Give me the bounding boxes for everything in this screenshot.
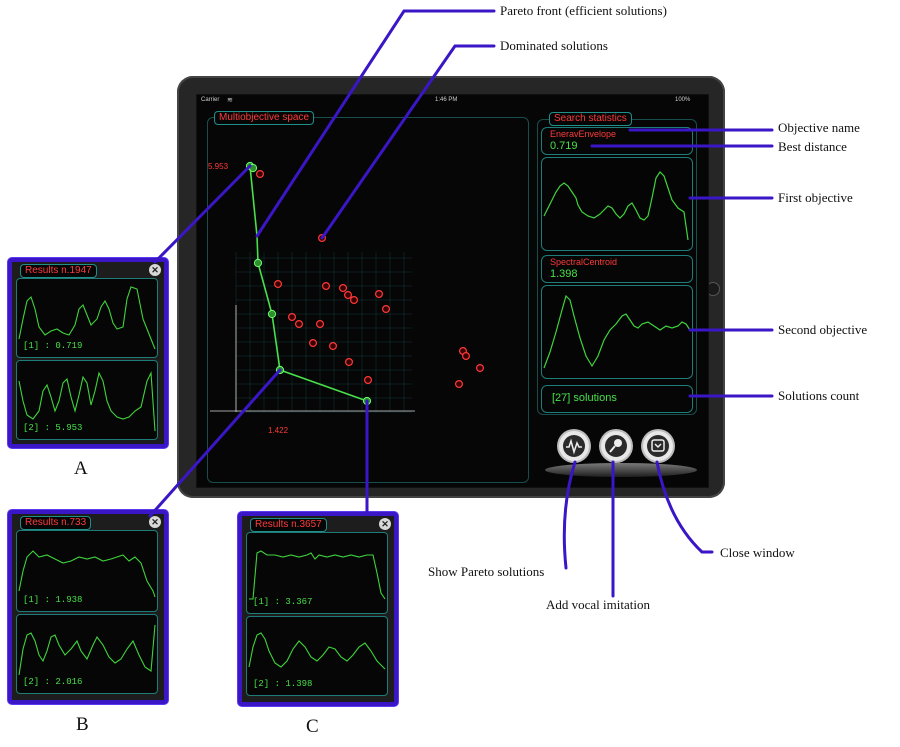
dominated-point xyxy=(329,342,338,351)
close-window-button[interactable] xyxy=(643,431,673,461)
carrier-label: Carrier xyxy=(201,97,220,103)
search-statistics-title: Search statistics xyxy=(549,112,632,126)
annotation-best-distance: Best distance xyxy=(778,139,847,154)
result-panel-b: Results n.733 ✕ [1] : 1.938 [2] : 2.016 xyxy=(8,510,168,704)
dominated-point xyxy=(322,282,331,291)
result-c-title: Results n.3657 xyxy=(250,518,327,532)
label-c: C xyxy=(306,716,319,737)
result-c-close-button[interactable]: ✕ xyxy=(379,518,391,530)
dominated-point xyxy=(274,280,283,289)
dominated-point xyxy=(345,358,354,367)
battery-label: 100% xyxy=(675,97,691,103)
dominated-point xyxy=(318,234,327,243)
show-pareto-solutions-button[interactable] xyxy=(559,431,589,461)
pareto-point xyxy=(275,365,285,375)
dominated-point xyxy=(476,364,485,373)
result-c-waveform-2: [2] : 1.398 xyxy=(246,616,388,696)
result-panel-c: Results n.3657 ✕ [1] : 3.367 [2] : 1.398 xyxy=(238,512,398,706)
add-vocal-imitation-button[interactable] xyxy=(601,431,631,461)
dominated-point xyxy=(375,290,384,299)
dominated-point xyxy=(295,320,304,329)
dominated-point xyxy=(256,170,265,179)
objective1-name: EneravEnvelope xyxy=(550,129,617,139)
annotation-pareto-front: Pareto front (efficient solutions) xyxy=(500,3,667,18)
result-c-waveform-1: [1] : 3.367 xyxy=(246,532,388,614)
result-b-obj1: [1] : 1.938 xyxy=(23,595,83,605)
dominated-point xyxy=(288,313,297,322)
objective2-waveform xyxy=(541,285,693,379)
annotation-first-objective: First objective xyxy=(778,190,853,205)
objective2-curve xyxy=(543,294,691,369)
pareto-point xyxy=(248,163,258,173)
dominated-point xyxy=(455,380,464,389)
solutions-count: [27] solutions xyxy=(552,392,617,404)
y-value-label: 5.953 xyxy=(208,162,229,171)
dominated-point xyxy=(344,291,353,300)
x-value-label: 1.422 xyxy=(268,426,289,435)
annotation-show-pareto: Show Pareto solutions xyxy=(428,564,545,579)
result-b-title: Results n.733 xyxy=(20,516,92,530)
result-a-title: Results n.1947 xyxy=(20,264,97,278)
annotation-solutions-count: Solutions count xyxy=(778,388,860,403)
dominated-point xyxy=(339,284,348,293)
result-b-waveform-2: [2] : 2.016 xyxy=(16,614,158,694)
result-a-obj2: [2] : 5.953 xyxy=(23,423,83,433)
solutions-count-box: [27] solutions xyxy=(541,385,693,413)
result-a-waveform-1: [1] : 0.719 xyxy=(16,278,158,358)
result-a-waveform-2: [2] : 5.953 xyxy=(16,360,158,440)
result-c-obj2: [2] : 1.398 xyxy=(253,679,313,689)
pareto-point xyxy=(267,309,277,319)
objective1-header: EneravEnvelope 0.719 xyxy=(541,127,693,155)
plot-grid xyxy=(235,252,412,413)
result-b-close-button[interactable]: ✕ xyxy=(149,516,161,528)
dominated-point xyxy=(382,305,391,314)
dominated-point xyxy=(309,339,318,348)
pareto-point xyxy=(362,396,372,406)
label-a: A xyxy=(74,458,88,479)
annotation-objective-name: Objective name xyxy=(778,120,860,135)
result-a-obj1: [1] : 0.719 xyxy=(23,341,83,351)
close-window-icon xyxy=(647,435,669,457)
result-a-close-button[interactable]: ✕ xyxy=(149,264,161,276)
annotation-add-vocal: Add vocal imitation xyxy=(546,597,650,612)
result-b-waveform-1: [1] : 1.938 xyxy=(16,530,158,612)
objective2-name: SpectralCentroid xyxy=(550,257,618,267)
objective1-waveform xyxy=(541,157,693,251)
dominated-point xyxy=(350,296,359,305)
annotation-second-objective: Second objective xyxy=(778,322,868,337)
objective2-best-distance: 1.398 xyxy=(550,268,578,280)
microphone-icon xyxy=(605,435,627,457)
annotation-close-window: Close window xyxy=(720,545,795,560)
dominated-point xyxy=(364,376,373,385)
wifi-icon: ≋ xyxy=(227,97,233,104)
dominated-point xyxy=(316,320,325,329)
result-b-obj2: [2] : 2.016 xyxy=(23,677,83,687)
result-c-obj1: [1] : 3.367 xyxy=(253,597,313,607)
pareto-point xyxy=(253,258,263,268)
objective1-best-distance: 0.719 xyxy=(550,140,578,152)
objective1-curve xyxy=(543,171,689,241)
waveform-icon xyxy=(563,435,585,457)
result-panel-a: Results n.1947 ✕ [1] : 0.719 [2] : 5.953 xyxy=(8,258,168,448)
label-b: B xyxy=(76,714,89,735)
dominated-point xyxy=(462,352,471,361)
objective2-header: SpectralCentroid 1.398 xyxy=(541,255,693,283)
annotation-dominated: Dominated solutions xyxy=(500,38,608,53)
